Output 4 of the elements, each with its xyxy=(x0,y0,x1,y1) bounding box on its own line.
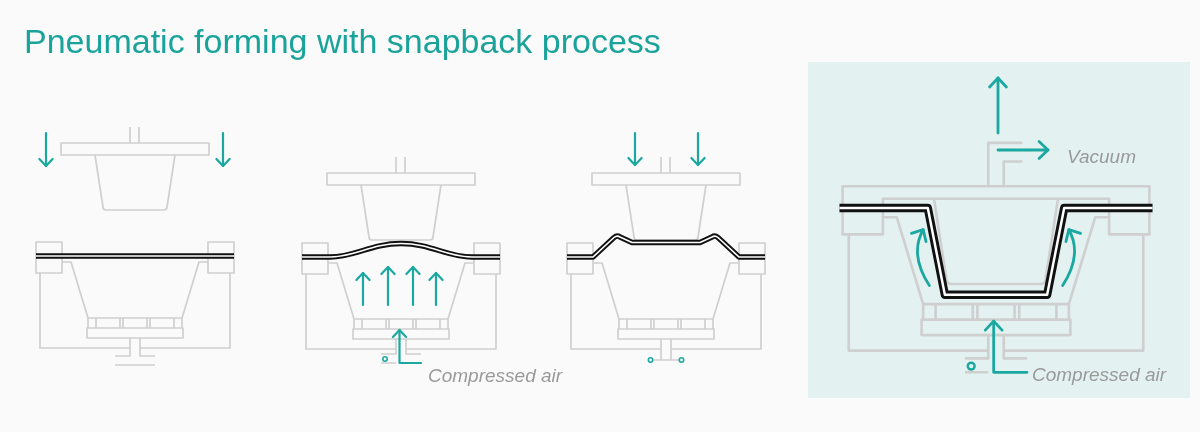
annotation-text: Vacuum xyxy=(1067,146,1136,168)
annotation-text: Compressed air xyxy=(428,365,563,387)
annotation-text: Compressed air xyxy=(1032,364,1167,386)
title: Pneumatic forming with snapback process xyxy=(24,22,661,60)
